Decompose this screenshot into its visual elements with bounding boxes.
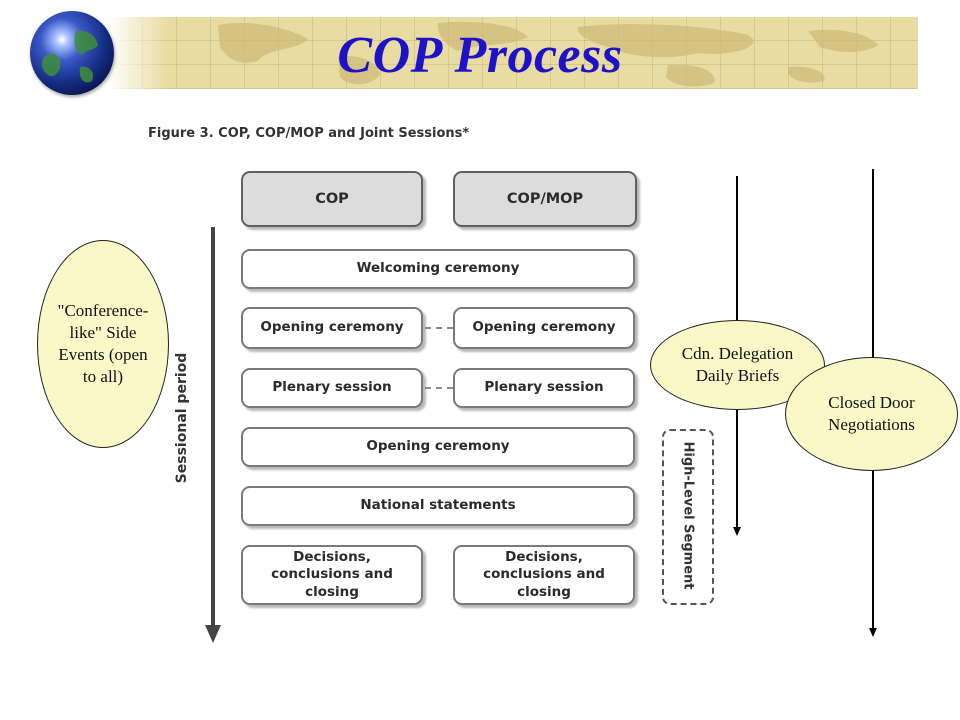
- globe-icon: [30, 11, 114, 95]
- cop-decisions-box: Decisions, conclusions and closing: [241, 545, 423, 605]
- cop-sessions-figure: Figure 3. COP, COP/MOP and Joint Session…: [135, 117, 725, 657]
- figure-caption: Figure 3. COP, COP/MOP and Joint Session…: [148, 126, 470, 141]
- joint-opening-ceremony-box: Opening ceremony: [241, 427, 635, 467]
- column-header-cop-mop: COP/MOP: [453, 171, 637, 227]
- joint-connector: [425, 387, 453, 389]
- cop-mop-decisions-box: Decisions, conclusions and closing: [453, 545, 635, 605]
- joint-connector: [425, 327, 453, 329]
- sessional-period-arrowhead: [205, 625, 221, 643]
- high-level-segment-bracket: [662, 429, 714, 605]
- side-events-ellipse: "Conference-like" Side Events (open to a…: [37, 240, 169, 448]
- welcoming-ceremony-box: Welcoming ceremony: [241, 249, 635, 289]
- closed-door-ellipse: Closed Door Negotiations: [785, 357, 958, 471]
- closed-door-arrowhead: [869, 628, 877, 637]
- world-map-graphic: [218, 21, 878, 87]
- national-statements-box: National statements: [241, 486, 635, 526]
- cop-mop-opening-ceremony-box: Opening ceremony: [453, 307, 635, 349]
- cop-opening-ceremony-box: Opening ceremony: [241, 307, 423, 349]
- high-level-segment-label: High-Level Segment: [680, 441, 696, 590]
- daily-briefs-arrowhead: [733, 527, 741, 536]
- cop-plenary-session-box: Plenary session: [241, 368, 423, 408]
- banner-fade: [108, 17, 168, 89]
- sessional-period-label: Sessional period: [174, 352, 190, 484]
- title-banner: [108, 17, 918, 89]
- sessional-period-arrow: [211, 227, 215, 629]
- slide-title: COP Process: [337, 27, 623, 84]
- cop-mop-plenary-session-box: Plenary session: [453, 368, 635, 408]
- column-header-cop: COP: [241, 171, 423, 227]
